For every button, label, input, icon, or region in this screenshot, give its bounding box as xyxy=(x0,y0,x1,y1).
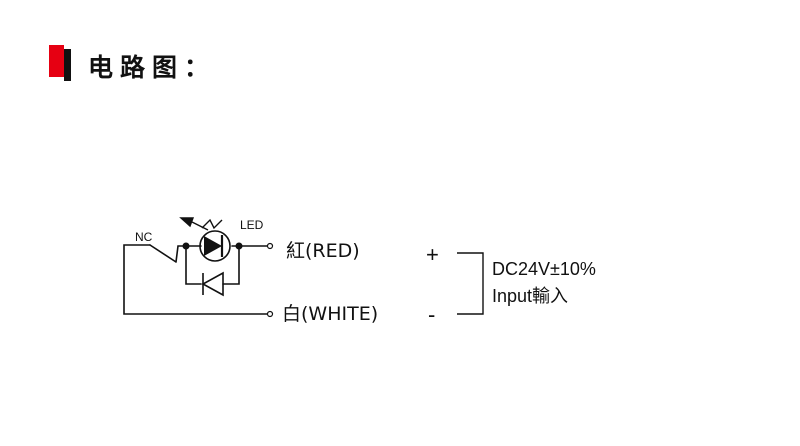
white-wire-label: 白(WHITE) xyxy=(282,303,378,325)
terminal-white xyxy=(266,310,274,318)
supply-input-label: Input輸入 xyxy=(492,286,568,306)
junction-dot-left xyxy=(182,242,190,250)
diode-symbol xyxy=(201,271,224,297)
red-wire-label: 紅(RED) xyxy=(286,240,360,262)
terminal-red xyxy=(266,242,274,250)
junction-dot-right xyxy=(235,242,243,250)
minus-sign: - xyxy=(428,302,435,327)
led-label: LED xyxy=(240,218,264,232)
nc-switch-contact xyxy=(149,244,187,263)
led-light-arrows xyxy=(179,217,223,231)
wire-diode-branch xyxy=(185,245,240,285)
wire-left-loop xyxy=(123,244,268,315)
section-marker-black-bar xyxy=(64,49,71,81)
plus-sign: + xyxy=(426,242,439,267)
nc-label: NC xyxy=(135,230,153,244)
led-symbol xyxy=(199,230,231,262)
supply-voltage-label: DC24V±10% xyxy=(492,259,596,279)
supply-bracket xyxy=(457,252,484,315)
page-title: 电路图： xyxy=(88,53,217,82)
section-marker-red-bar xyxy=(49,45,64,77)
section-marker xyxy=(49,45,73,81)
